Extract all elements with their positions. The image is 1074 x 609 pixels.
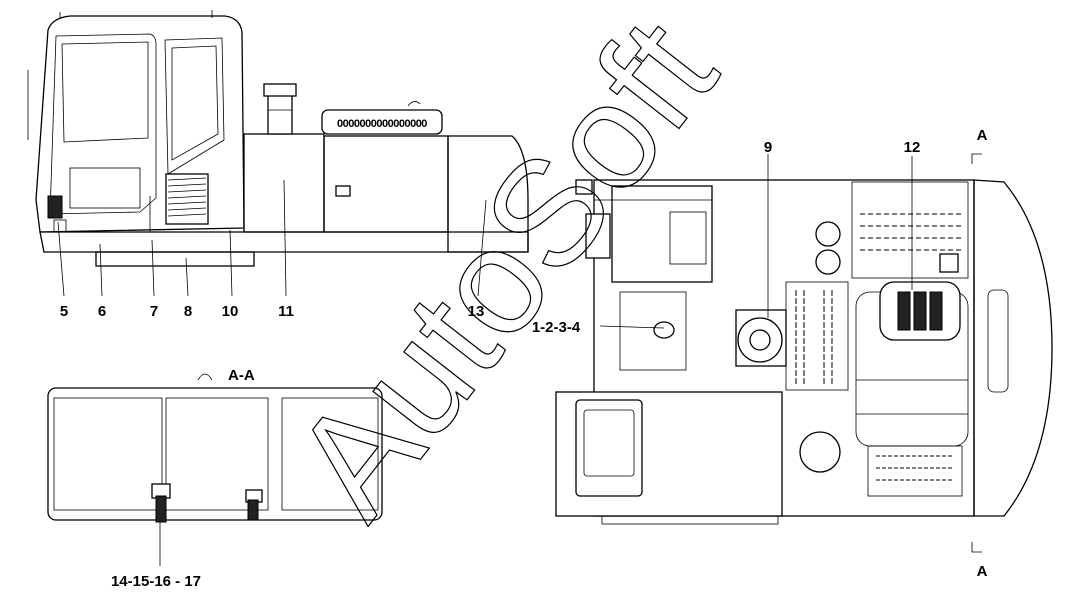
- side-leaders: [57, 179, 487, 297]
- side-view: 0000000000000000 5 6 7 8 10 11 13: [27, 10, 529, 320]
- cab-grille: [167, 177, 207, 217]
- cab: [27, 10, 245, 233]
- section-view: A-A 14-15-16 - 17: [47, 367, 383, 590]
- callout-5: 5: [60, 303, 68, 320]
- intake-grille-text: 0000000000000000: [337, 118, 427, 130]
- control-valve: [879, 281, 961, 341]
- top-leaders: [599, 154, 913, 329]
- callout-9: 9: [764, 139, 772, 156]
- top-view: 1-2-3-4 9 12 A A: [532, 127, 1053, 580]
- callout-14-17: 14-15-16 - 17: [111, 573, 201, 590]
- engine-grille: [795, 290, 833, 384]
- callout-6: 6: [98, 303, 106, 320]
- section-marker-bottom: A: [977, 563, 988, 580]
- upper-body: 0000000000000000: [39, 83, 529, 267]
- section-view-label: A-A: [228, 367, 255, 384]
- swing-motor: [735, 309, 787, 367]
- callout-12: 12: [904, 139, 921, 156]
- callout-11: 11: [278, 303, 294, 320]
- callout-1-4: 1-2-3-4: [532, 319, 581, 336]
- callout-13: 13: [468, 303, 485, 320]
- callout-7: 7: [150, 303, 158, 320]
- section-marker-top: A: [977, 127, 988, 144]
- callout-10: 10: [222, 303, 239, 320]
- callout-8: 8: [184, 303, 192, 320]
